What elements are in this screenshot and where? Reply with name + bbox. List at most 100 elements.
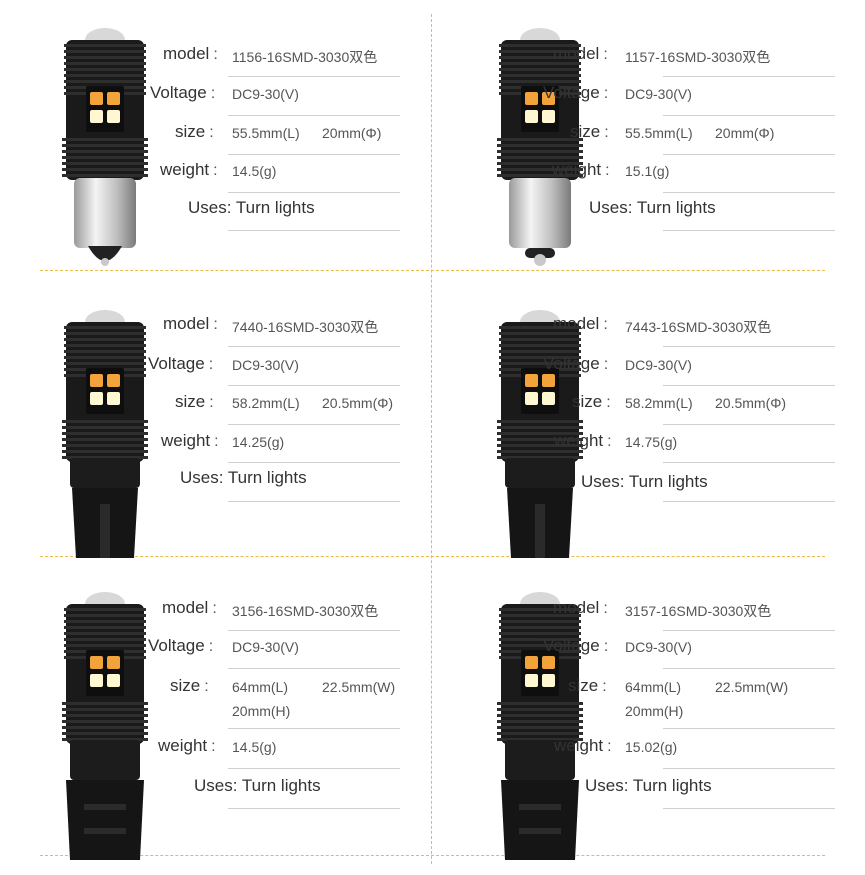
spec-value-size-secondary: 20mm(Φ) (322, 125, 382, 141)
spec-label-model: model (162, 598, 209, 617)
spec-value-voltage: DC9-30(V) (232, 357, 299, 373)
spec-value-voltage: DC9-30(V) (625, 86, 692, 102)
spec-row-weight: weight: (158, 736, 222, 758)
spec-value-weight: 15.02(g) (625, 739, 678, 755)
spec-uses: Uses: Turn lights (188, 198, 315, 217)
product-card: model: 1157-16SMD-3030双色 Voltage: DC9-30(V)… (435, 14, 865, 294)
spec-underline (228, 424, 400, 425)
spec-label-voltage: Voltage (150, 83, 207, 102)
spec-value-model: 1156-16SMD-3030双色 (232, 49, 378, 65)
spec-row-voltage: Voltage: (148, 354, 219, 376)
spec-underline (663, 424, 835, 425)
led-bulb-image (495, 590, 585, 875)
spec-colon: : (208, 638, 214, 655)
spec-label-model: model (163, 44, 210, 63)
spec-value-weight: 14.25(g) (232, 434, 285, 450)
spec-value-size-height: 20mm(H) (232, 703, 291, 719)
spec-label-model: model (553, 44, 600, 63)
spec-value-weight: 14.5(g) (232, 739, 277, 755)
spec-row-weight: weight: (554, 431, 618, 453)
spec-underline (663, 230, 835, 231)
spec-row-voltage: Voltage: (148, 636, 219, 658)
horizontal-divider (40, 855, 825, 856)
spec-label-voltage: Voltage (543, 83, 600, 102)
spec-underline (663, 385, 835, 386)
spec-colon: : (607, 738, 612, 755)
spec-label-model: model (163, 314, 210, 333)
spec-row-voltage: Voltage: (543, 354, 614, 376)
spec-value-model: 7440-16SMD-3030双色 (232, 319, 379, 335)
spec-value-size-secondary: 20mm(Φ) (715, 125, 775, 141)
spec-underline (663, 630, 835, 631)
led-bulb-image (60, 308, 150, 573)
spec-colon: : (603, 638, 609, 655)
spec-value-weight: 14.5(g) (232, 163, 277, 179)
spec-label-size: size (568, 676, 599, 695)
spec-value-model: 1157-16SMD-3030双色 (625, 49, 771, 65)
spec-colon: : (213, 46, 218, 63)
spec-row-model: model: (553, 314, 614, 336)
spec-underline (228, 76, 400, 77)
spec-row-model: model: (553, 44, 614, 66)
spec-value-model: 7443-16SMD-3030双色 (625, 319, 772, 335)
spec-row-model: model: (553, 598, 614, 620)
spec-underline (663, 76, 835, 77)
spec-colon: : (603, 46, 608, 63)
spec-row-weight: weight: (554, 736, 618, 758)
spec-value-voltage: DC9-30(V) (232, 639, 299, 655)
spec-value-weight: 15.1(g) (625, 163, 670, 179)
spec-value-size-secondary: 22.5mm(W) (715, 679, 789, 695)
spec-row-voltage: Voltage: (150, 83, 221, 105)
spec-row-size: size: (572, 392, 617, 414)
spec-colon: : (212, 600, 217, 617)
spec-label-voltage: Voltage (148, 636, 205, 655)
product-card: model: 7440-16SMD-3030双色 Voltage: DC9-30(V)… (0, 296, 430, 576)
spec-label-weight: weight (158, 736, 208, 755)
spec-underline (228, 154, 400, 155)
spec-value-size-secondary: 20.5mm(Φ) (715, 395, 787, 411)
spec-colon: : (606, 394, 611, 411)
spec-value-size: 55.5mm(L) (625, 125, 693, 141)
spec-underline (663, 768, 835, 769)
spec-colon: : (214, 433, 219, 450)
spec-label-size: size (570, 122, 601, 141)
spec-row-weight: weight: (160, 160, 224, 182)
spec-label-voltage: Voltage (543, 354, 600, 373)
spec-value-size-secondary: 20.5mm(Φ) (322, 395, 394, 411)
spec-colon: : (209, 394, 214, 411)
spec-underline (228, 630, 400, 631)
spec-label-model: model (553, 314, 600, 333)
spec-value-size: 58.2mm(L) (232, 395, 300, 411)
spec-label-size: size (175, 392, 206, 411)
spec-underline (228, 192, 400, 193)
vertical-divider (431, 14, 432, 864)
spec-label-size: size (572, 392, 603, 411)
horizontal-divider (40, 556, 825, 557)
spec-label-voltage: Voltage (543, 636, 600, 655)
spec-row-size: size: (568, 676, 613, 698)
spec-uses: Uses: Turn lights (589, 198, 716, 217)
spec-colon: : (211, 738, 216, 755)
spec-value-voltage: DC9-30(V) (625, 639, 692, 655)
spec-label-weight: weight (160, 160, 210, 179)
spec-underline (228, 230, 400, 231)
spec-underline (663, 808, 835, 809)
spec-label-voltage: Voltage (148, 354, 205, 373)
spec-underline (228, 501, 400, 502)
spec-underline (663, 192, 835, 193)
spec-row-size: size: (170, 676, 215, 698)
led-bulb-image (495, 26, 585, 271)
spec-row-voltage: Voltage: (543, 83, 614, 105)
spec-row-voltage: Voltage: (543, 636, 614, 658)
spec-colon: : (607, 433, 612, 450)
spec-colon: : (210, 85, 216, 102)
spec-row-size: size: (175, 122, 220, 144)
spec-underline (663, 462, 835, 463)
spec-uses: Uses: Turn lights (585, 776, 712, 795)
spec-value-model: 3156-16SMD-3030双色 (232, 603, 379, 619)
spec-label-size: size (175, 122, 206, 141)
